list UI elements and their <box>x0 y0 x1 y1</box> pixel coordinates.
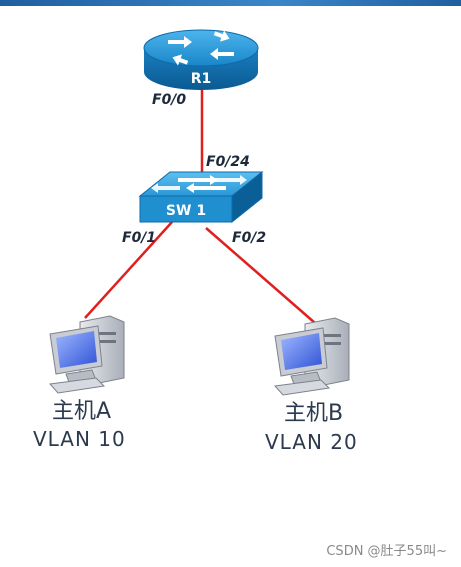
router-icon[interactable]: R1 <box>143 28 259 90</box>
link-sw1-host-b <box>205 227 316 324</box>
port-label-sw1-f0-1: F0/1 <box>122 230 156 246</box>
host-a-vlan: VLAN 10 <box>33 427 126 451</box>
router-label: R1 <box>191 71 212 87</box>
watermark: CSDN @肚子55叫~ <box>326 544 447 559</box>
switch-icon[interactable]: SW 1 <box>138 170 264 224</box>
host-a-name: 主机A <box>52 399 111 424</box>
port-label-r1-f0-0: F0/0 <box>152 92 186 108</box>
host-b-vlan: VLAN 20 <box>265 430 358 454</box>
host-a-pc-icon[interactable] <box>48 315 125 394</box>
top-bar <box>0 0 461 6</box>
link-sw1-host-a <box>84 221 173 319</box>
host-b-name: 主机B <box>284 401 343 426</box>
switch-label: SW 1 <box>166 203 206 219</box>
port-label-sw1-f0-24: F0/24 <box>206 154 250 170</box>
host-b-pc-icon[interactable] <box>273 317 350 396</box>
port-label-sw1-f0-2: F0/2 <box>232 230 266 246</box>
